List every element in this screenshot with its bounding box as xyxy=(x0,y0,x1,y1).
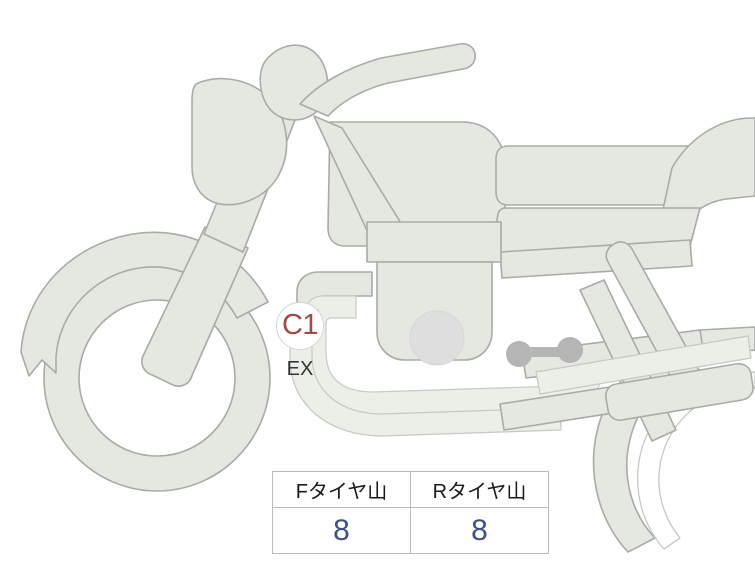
front-fork-lower xyxy=(141,226,249,387)
marker-circle xyxy=(276,302,324,350)
table-row: 8 8 xyxy=(272,507,549,554)
handlebar xyxy=(299,43,476,117)
drive-strut xyxy=(535,335,752,395)
engine-case-circle xyxy=(409,310,465,366)
rear-tire-value[interactable]: 8 xyxy=(410,507,549,554)
footpeg xyxy=(506,337,583,367)
table-header-row: Fタイヤ山 Rタイヤ山 xyxy=(272,471,549,508)
tire-tread-depth-table: Fタイヤ山 Rタイヤ山 8 8 xyxy=(272,471,549,554)
front-tire-value[interactable]: 8 xyxy=(272,507,411,554)
lower-bracket xyxy=(605,363,754,421)
column-header-front-tire: Fタイヤ山 xyxy=(272,471,411,508)
marker-code-label: C1 xyxy=(281,309,319,341)
cylinder-head xyxy=(366,221,502,263)
inspection-marker-c1[interactable]: C1 EX xyxy=(276,302,326,380)
column-header-rear-tire: Rタイヤ山 xyxy=(410,471,549,508)
marker-sublabel: EX xyxy=(286,358,314,380)
